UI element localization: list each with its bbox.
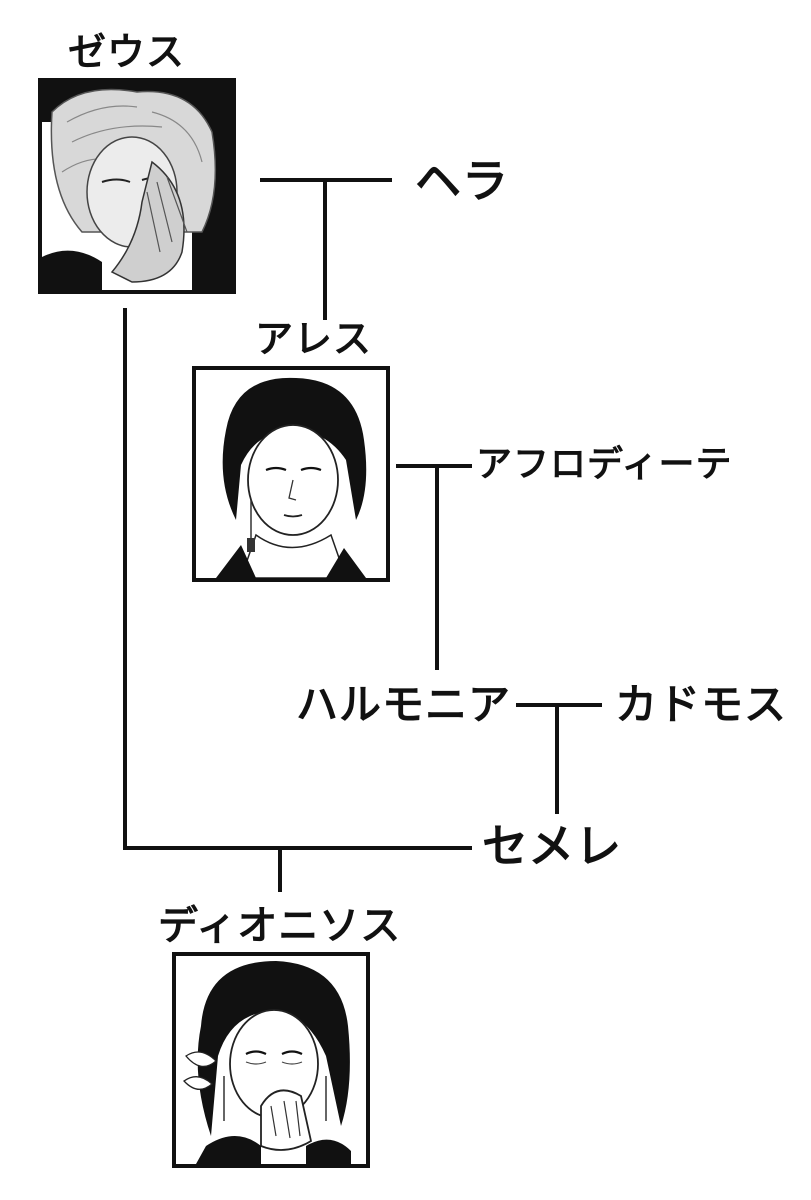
zeus-portrait bbox=[38, 78, 236, 294]
ares-name: アレス bbox=[255, 317, 373, 361]
dionysus-portrait-image bbox=[176, 956, 366, 1164]
aphrodite-name: アフロディーテ bbox=[476, 444, 733, 485]
zeus-portrait-image bbox=[42, 82, 232, 290]
dionysus-portrait bbox=[172, 952, 370, 1168]
hera-name: ヘラ bbox=[415, 154, 509, 208]
ares-portrait-image bbox=[196, 370, 386, 578]
semele-name: セメレ bbox=[482, 819, 623, 873]
zeus-name: ゼウス bbox=[68, 30, 186, 74]
harmonia-name: ハルモニア bbox=[296, 680, 512, 729]
dionysus-name: ディオニソス bbox=[158, 903, 402, 949]
ares-portrait bbox=[192, 366, 390, 582]
cadmus-name: カドモス bbox=[615, 680, 788, 729]
